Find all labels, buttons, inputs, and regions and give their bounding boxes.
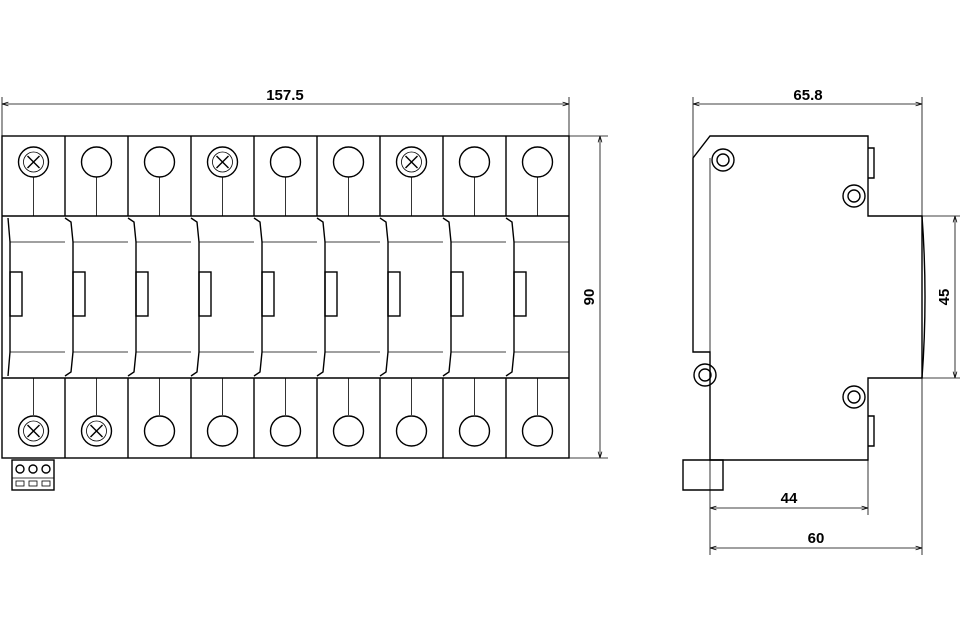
module-rib — [442, 217, 452, 377]
side-terminal-top-left — [711, 148, 735, 172]
bottom-terminal-screw-icon — [80, 415, 113, 447]
side-terminal-top-right — [842, 184, 866, 208]
module-window — [261, 271, 275, 317]
top-terminal-ring-icon — [269, 146, 302, 178]
top-terminal-ring-icon — [332, 146, 365, 178]
module-rib — [505, 217, 515, 377]
module-window — [9, 271, 23, 317]
bottom-terminal-ring-icon — [206, 415, 239, 447]
dimension-width: 157.5 — [1, 87, 570, 136]
top-terminal-ring-icon — [143, 146, 176, 178]
module-rib — [64, 217, 74, 377]
dimension-overall-depth: 60 — [709, 378, 923, 555]
dim-width-label: 157.5 — [266, 87, 304, 104]
top-terminal-ring-icon — [458, 146, 491, 178]
bottom-terminal-ring-icon — [332, 415, 365, 447]
dim-height-label: 90 — [581, 289, 598, 306]
dim-rail-depth-label: 44 — [781, 490, 798, 507]
module-rib — [316, 217, 326, 377]
bottom-terminal-ring-icon — [143, 415, 176, 447]
module-rib — [190, 217, 200, 377]
module-window — [387, 271, 401, 317]
bottom-terminal-ring-icon — [458, 415, 491, 447]
bottom-terminal-ring-icon — [521, 415, 554, 447]
module-window — [135, 271, 149, 317]
module-window — [450, 271, 464, 317]
dim-side-depth-label: 65.8 — [793, 87, 822, 104]
dimension-center-height: 45 — [922, 215, 960, 379]
dimension-side-depth: 65.8 — [692, 87, 923, 216]
side-terminal-bottom-left — [693, 363, 717, 387]
top-terminal-ring-icon — [80, 146, 113, 178]
front-outline — [1, 135, 570, 459]
dim-overall-depth-label: 60 — [808, 530, 825, 547]
bottom-terminal-ring-icon — [269, 415, 302, 447]
dimension-height: 90 — [569, 135, 608, 459]
top-terminal-ring-icon — [521, 146, 554, 178]
module-rib — [379, 217, 389, 377]
module-rib — [127, 217, 137, 377]
module-window — [513, 271, 527, 317]
top-terminal-screw-icon — [395, 146, 428, 178]
module-group — [7, 136, 569, 458]
module-rib — [253, 217, 263, 377]
module-window — [72, 271, 86, 317]
top-terminal-screw-icon — [17, 146, 50, 178]
side-terminal-bottom-right — [842, 385, 866, 409]
dimension-rail-depth: 44 — [709, 460, 869, 515]
side-view — [682, 135, 926, 491]
dim-center-height-label: 45 — [936, 289, 953, 306]
side-outline — [692, 135, 923, 461]
module-window — [324, 271, 338, 317]
top-terminal-screw-icon — [206, 146, 239, 178]
connector-block — [11, 459, 55, 491]
module-window — [198, 271, 212, 317]
bottom-terminal-screw-icon — [17, 415, 50, 447]
bottom-terminal-ring-icon — [395, 415, 428, 447]
front-view — [1, 135, 570, 491]
